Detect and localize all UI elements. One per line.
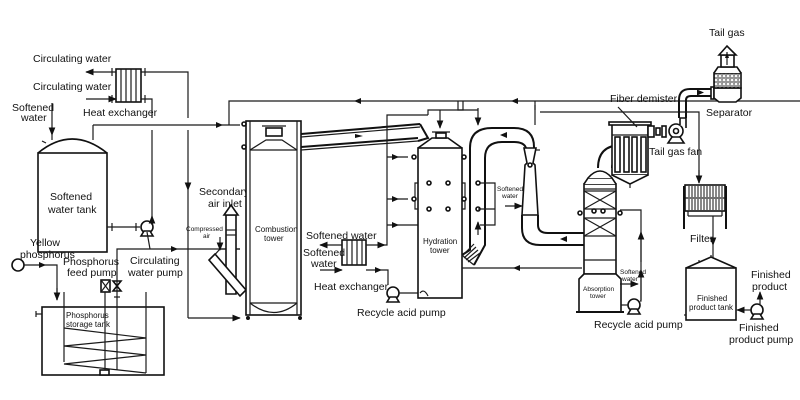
yellow-phosphorus-label-1: Yellow <box>30 237 60 249</box>
phosphorus-storage-tank-label-1: Phosphorus <box>66 311 109 320</box>
softened-water-mid-out-label: Softened water <box>306 230 377 242</box>
phosphorus-feed-pump <box>100 279 111 370</box>
softened-water-top-label-2: water <box>20 112 47 124</box>
phosphorus-feed-pump-label-1: Phosphorus <box>63 256 119 268</box>
circulating-water-pump-label-2: water pump <box>127 267 183 279</box>
hydration-spray-lines <box>387 154 420 228</box>
finished-product-pump <box>749 303 765 320</box>
absorption-tower <box>576 170 624 313</box>
absorption-tower-label-1: Absorption <box>583 286 614 293</box>
heat-exchanger-mid-label: Heat exchanger <box>314 281 389 293</box>
combustion-tower-label-1: Combustion <box>255 225 298 234</box>
finished-product-tank <box>684 255 737 321</box>
compressed-air-label-2: air <box>203 233 211 240</box>
tail-gas-fan <box>647 117 687 144</box>
softened-water-tank-label-2: water tank <box>47 204 97 216</box>
yellow-phosphorus-label-2: phosphorus <box>20 249 75 261</box>
softened-water-venturi-label-2: water <box>501 193 519 200</box>
softened-water-tank-label-1: Softened <box>50 191 92 203</box>
secondary-air-inlet-label-1: Secondary <box>199 186 250 198</box>
circulating-water-in-label: Circulating water <box>33 81 112 93</box>
gas-duct-venturi <box>461 127 585 266</box>
heat-exchanger-top <box>111 68 146 103</box>
hydration-tower <box>411 110 467 299</box>
secondary-air-inlet-label-2: air inlet <box>208 198 242 210</box>
combustion-tower <box>241 120 302 320</box>
circulating-water-out-label: Circulating water <box>33 53 112 65</box>
circulating-water-pump-label-1: Circulating <box>130 255 180 267</box>
phosphorus-feed-pump-label-2: feed pump <box>67 267 117 279</box>
phosphorus-storage-tank-label-2: storage tank <box>66 320 111 329</box>
secondary-air-inlet <box>207 203 248 298</box>
heat-exchanger-mid <box>341 239 367 266</box>
tail-gas-label: Tail gas <box>709 27 745 39</box>
recycle-acid-pump-mid-label: Recycle acid pump <box>357 307 446 319</box>
finished-product-pump-label-2: product pump <box>729 334 793 346</box>
softened-water-mid-in-label-2: water <box>310 258 337 270</box>
heat-exchanger-top-label: Heat exchanger <box>83 107 158 119</box>
finished-product-pump-label-1: Finished <box>739 322 779 334</box>
hydration-tower-label-2: tower <box>430 246 450 255</box>
flue-duct <box>300 123 430 151</box>
softened-water-absorption-label-1: Softened <box>620 269 646 276</box>
separator-label: Separator <box>706 107 753 119</box>
compressed-air-label-1: Compressed <box>186 226 223 233</box>
finished-product-label-1: Finished <box>751 269 791 281</box>
softened-water-venturi-label-1: Softened <box>497 186 523 193</box>
finished-product-tank-label-1: Finished <box>697 294 727 303</box>
separator <box>710 44 742 103</box>
hydration-tower-label-1: Hydration <box>423 237 457 246</box>
tail-gas-fan-label: Tail gas fan <box>649 146 702 158</box>
absorption-tower-label-2: tower <box>590 293 607 300</box>
finished-product-label-2: product <box>752 281 787 293</box>
softened-water-top-label-1: Softened <box>12 102 54 114</box>
softened-water-tank <box>37 125 108 253</box>
combustion-tower-label-2: tower <box>264 234 284 243</box>
recycle-acid-pump-mid <box>385 286 401 303</box>
venturi-spray-lines <box>475 180 496 226</box>
phosphorus-storage-tank <box>35 292 165 376</box>
finished-product-tank-label-2: product tank <box>689 303 734 312</box>
fiber-demister <box>597 106 652 188</box>
filter-label: Filter <box>690 233 714 245</box>
filter <box>683 184 727 229</box>
fiber-demister-label: Fiber demister <box>610 93 678 105</box>
recycle-acid-pump-right <box>626 298 642 315</box>
recycle-acid-pump-right-label: Recycle acid pump <box>594 319 683 331</box>
softened-water-mid-in-label-1: Softened <box>303 247 345 259</box>
softened-water-absorption-label-2: water <box>621 276 639 283</box>
